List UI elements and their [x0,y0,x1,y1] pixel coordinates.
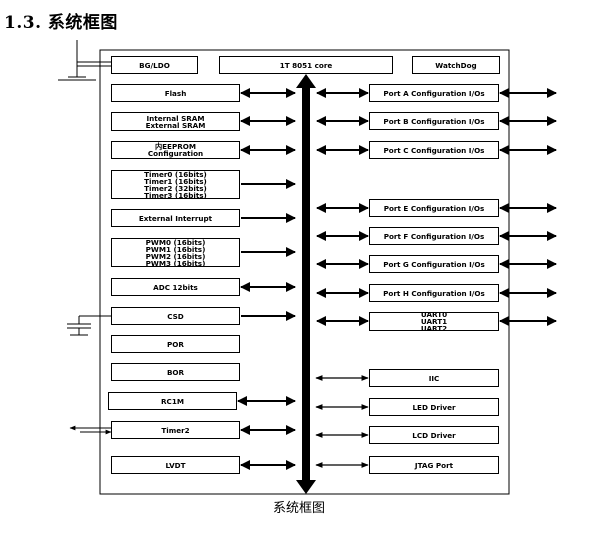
right-links [316,88,369,326]
chip-boundary [99,49,510,495]
rc1m-block: RC1M [108,392,237,410]
flash-block: Flash [111,84,240,102]
jtag-port-block: JTAG Port [369,456,499,474]
external-pin-arrows [499,88,557,326]
external-interrupt-block: External Interrupt [111,209,240,227]
pwm-block: PWM0 (16bits) PWM1 (16bits) PWM2 (16bits… [111,238,240,267]
port-e-block: Port E Configuration I/Os [369,199,499,217]
csd-capacitor [67,315,111,336]
port-a-block: Port A Configuration I/Os [369,84,499,102]
timer2-pin [69,425,112,435]
por-block: POR [111,335,240,353]
section-heading: 1.3. 系统框图 [4,13,118,33]
adc-block: ADC 12bits [111,278,240,296]
bg-ldo-block: BG/LDO [111,56,198,74]
cpu-core-block: 1T 8051 core [219,56,393,74]
csd-block: CSD [111,307,240,325]
port-g-block: Port G Configuration I/Os [369,255,499,273]
iic-block: IIC [369,369,499,387]
lcd-driver-block: LCD Driver [369,426,499,444]
central-bus [296,74,316,494]
port-c-block: Port C Configuration I/Os [369,141,499,159]
left-links [237,88,296,470]
port-f-block: Port F Configuration I/Os [369,227,499,245]
port-b-block: Port B Configuration I/Os [369,112,499,130]
uart-block: UART0 UART1 UART2 [369,311,499,332]
bor-block: BOR [111,363,240,381]
timer2-block: Timer2 [111,421,240,439]
watchdog-block: WatchDog [412,56,500,74]
timers-block: Timer0 (16bits) Timer1 (16bits) Timer2 (… [111,170,240,199]
lvdt-block: LVDT [111,456,240,474]
eeprom-block: 内EEPROM Configuration [111,141,240,159]
figure-caption: 系统框图 [272,501,325,516]
port-h-block: Port H Configuration I/Os [369,284,499,302]
bg-ldo-ground [58,40,111,81]
sram-block: Internal SRAM External SRAM [111,112,240,131]
right-thin-links [315,375,369,468]
led-driver-block: LED Driver [369,398,499,416]
